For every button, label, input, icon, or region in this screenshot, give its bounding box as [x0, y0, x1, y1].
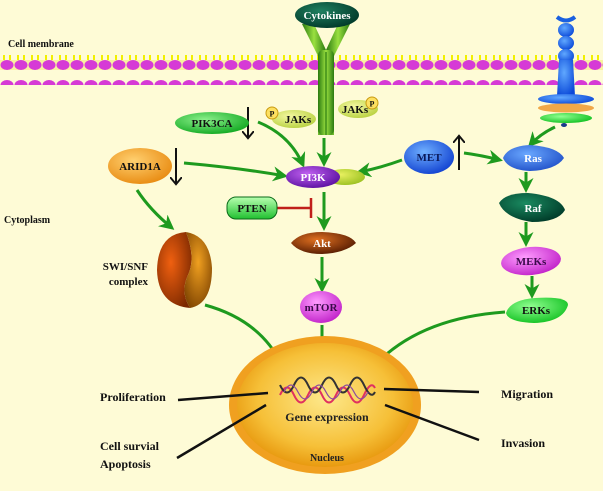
node-jaks-left: JAKs P [265, 106, 316, 128]
akt-label: Akt [313, 238, 331, 250]
invasion-label: Invasion [501, 436, 545, 450]
node-raf: Raf [499, 193, 565, 222]
node-pten: PTEN [226, 196, 278, 220]
swi-snf-label-line2: complex [109, 276, 149, 288]
node-mtor: mTOR [300, 291, 342, 323]
arrow-arid1a-to-swisnf [135, 189, 175, 230]
node-pik3ca: PIK3CA [175, 112, 249, 134]
node-arid1a: ARID1A [108, 148, 172, 184]
swi-snf-complex [157, 232, 212, 308]
gene-expression-label: Gene expression [285, 410, 369, 424]
arid1a-label: ARID1A [119, 161, 161, 173]
jaks-left-label: JAKs [285, 114, 312, 126]
inhibition-pten-pi3k [276, 198, 313, 218]
nucleus [229, 336, 421, 474]
migration-label: Migration [501, 387, 553, 401]
node-met: MET [404, 140, 454, 174]
node-meks: MEKs [501, 246, 561, 276]
dna-helix-icon [279, 376, 376, 404]
receptor-tyrosine-kinase [538, 15, 594, 127]
cell-survival-label: Cell survial [100, 439, 160, 453]
cytokines-label: Cytokines [303, 10, 351, 22]
nucleus-label: Nucleus [310, 453, 344, 464]
node-pi3k: PI3K [286, 166, 365, 188]
apoptosis-label: Apoptosis [100, 457, 151, 471]
meks-label: MEKs [516, 256, 547, 268]
node-ras: Ras [503, 145, 564, 171]
swi-snf-label-line1: SWI/SNF [103, 261, 149, 273]
arrow-erks-to-nucleus [372, 310, 506, 368]
met-label: MET [416, 152, 442, 164]
cytoplasm-label: Cytoplasm [4, 215, 51, 226]
erks-label: ERKs [522, 305, 551, 317]
phospho-badge-right: P [370, 100, 375, 109]
proliferation-label: Proliferation [100, 390, 166, 404]
arrow-met-to-pi3k [356, 158, 403, 178]
arrow-rtk-to-ras [527, 125, 556, 148]
node-akt: Akt [291, 232, 356, 254]
jaks-right-label: JAKs [342, 104, 369, 116]
arrow-pik3ca-to-pi3k [257, 120, 306, 168]
mtor-label: mTOR [305, 302, 339, 314]
outcome-connectors [176, 387, 480, 460]
node-cytokines [295, 2, 359, 28]
pten-label: PTEN [237, 203, 266, 215]
node-erks: ERKs [506, 297, 568, 323]
arrow-arid1a-to-pi3k [183, 161, 288, 182]
node-jaks-right: JAKs P [338, 96, 379, 118]
cell-membrane [0, 55, 603, 85]
pi3k-label: PI3K [300, 172, 326, 184]
raf-label: Raf [524, 203, 541, 215]
arrow-met-to-ras [463, 149, 503, 165]
cytokine-receptor [302, 24, 350, 135]
cell-membrane-label: Cell membrane [8, 39, 74, 50]
pik3ca-label: PIK3CA [192, 118, 233, 130]
ras-label: Ras [524, 153, 542, 165]
phospho-badge-left: P [270, 110, 275, 119]
